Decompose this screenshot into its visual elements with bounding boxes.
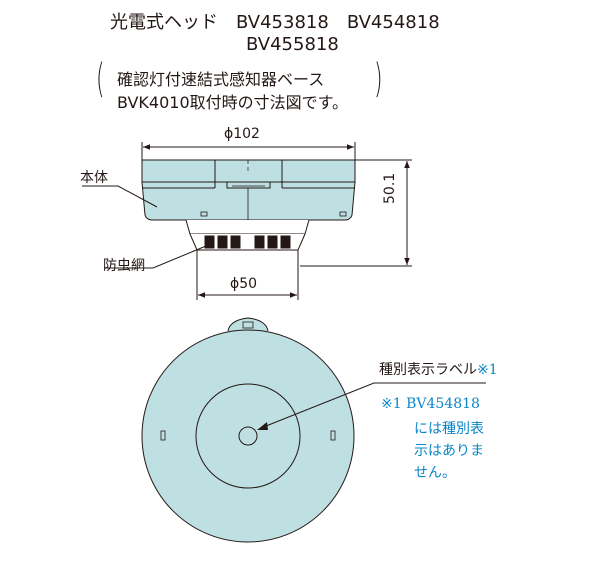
type-label-name: 種別表示ラベル — [379, 362, 477, 378]
height-dimension-label: 50.1 — [382, 172, 398, 204]
paren-close: ) — [374, 56, 383, 102]
note-line4: せん。 — [414, 465, 456, 481]
side-view — [82, 142, 412, 300]
note-line2: には種別表 — [414, 421, 484, 437]
insect-mesh — [185, 219, 310, 235]
mesh-leader — [104, 245, 207, 269]
product-title-line1: 光電式ヘッド BV453818 BV454818 — [110, 12, 440, 33]
type-label-spot — [238, 426, 258, 446]
note-line3: 示はありま — [414, 443, 484, 459]
description-line2: BVK4010取付時の寸法図です。 — [117, 93, 349, 112]
width-dimension-label: ϕ102 — [224, 126, 260, 142]
note-line1: ※1 BV454818 — [381, 396, 480, 412]
paren-open: ( — [96, 56, 105, 102]
body-label: 本体 — [80, 170, 108, 186]
bottom-dimension-label: ϕ50 — [230, 276, 258, 292]
bottom-view — [141, 317, 486, 543]
product-title-line2: BV455818 — [246, 34, 339, 55]
detector-body — [141, 159, 356, 221]
type-label-leader — [265, 382, 486, 427]
insect-mesh-label: 防虫網 — [103, 258, 145, 274]
description-line1: 確認灯付速結式感知器ベース — [117, 70, 325, 89]
type-label-mark: ※1 — [477, 362, 498, 378]
body-leader — [82, 185, 158, 208]
type-label-text: 種別表示ラベル※1 — [379, 359, 498, 379]
